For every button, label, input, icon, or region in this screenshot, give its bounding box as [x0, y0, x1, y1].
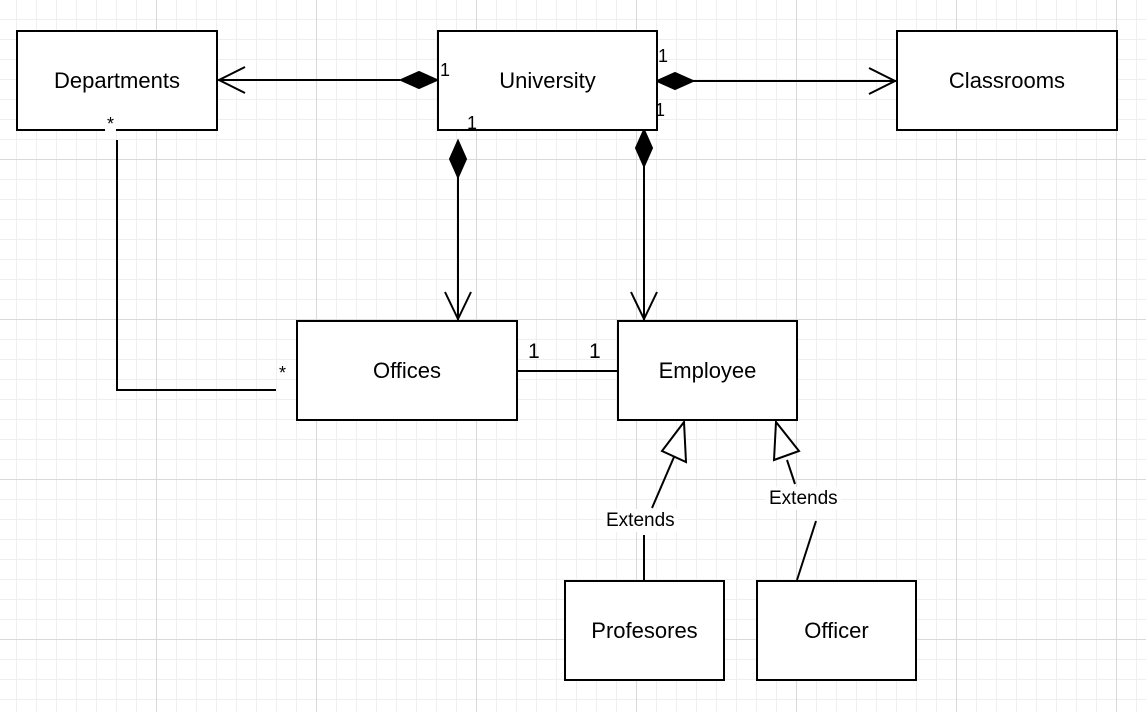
- multiplicity-university-employee: 1: [655, 100, 666, 120]
- composition-diamond: [398, 70, 440, 90]
- extends-label-officer: Extends: [766, 487, 841, 510]
- edge-profesores-employee-generalization[interactable]: [643, 419, 688, 580]
- class-departments[interactable]: Departments: [16, 30, 218, 131]
- class-employee-label: Employee: [658, 357, 757, 383]
- class-profesores-label: Profesores: [591, 617, 698, 643]
- open-arrowhead: [444, 291, 472, 322]
- edge-departments-offices[interactable]: [116, 140, 276, 391]
- composition-diamond: [634, 127, 654, 169]
- edge-university-offices[interactable]: [444, 138, 472, 322]
- composition-diamond: [654, 71, 696, 91]
- open-arrowhead: [216, 66, 246, 94]
- multiplicity-offices-departments-end: *: [279, 363, 287, 383]
- class-officer[interactable]: Officer: [756, 580, 917, 681]
- open-arrowhead: [868, 67, 898, 95]
- class-employee[interactable]: Employee: [617, 320, 798, 421]
- class-classrooms-label: Classrooms: [948, 67, 1066, 93]
- class-university[interactable]: University: [437, 30, 658, 131]
- class-officer-label: Officer: [804, 617, 869, 643]
- open-arrowhead: [630, 291, 658, 322]
- class-departments-label: Departments: [54, 67, 180, 93]
- class-profesores[interactable]: Profesores: [564, 580, 725, 681]
- edge-university-classrooms[interactable]: [654, 67, 898, 95]
- multiplicity-university-offices: 1: [467, 113, 478, 133]
- composition-diamond: [448, 138, 468, 180]
- class-university-label: University: [499, 67, 596, 93]
- edge-officer-employee-generalization[interactable]: [772, 419, 817, 581]
- multiplicity-departments-end: *: [105, 114, 117, 134]
- multiplicity-offices-employee-end: 1: [528, 340, 540, 363]
- generalization-triangle: [772, 419, 801, 462]
- multiplicity-university-classrooms: 1: [658, 46, 669, 66]
- class-offices[interactable]: Offices: [296, 320, 518, 421]
- edge-university-departments[interactable]: [216, 66, 440, 94]
- edge-university-employee[interactable]: [630, 127, 658, 322]
- extends-label-profesores: Extends: [603, 509, 678, 532]
- generalization-triangle: [660, 419, 688, 464]
- multiplicity-employee-offices-end: 1: [589, 340, 601, 363]
- multiplicity-university-departments: 1: [440, 60, 451, 80]
- class-classrooms[interactable]: Classrooms: [896, 30, 1118, 131]
- class-offices-label: Offices: [372, 357, 442, 383]
